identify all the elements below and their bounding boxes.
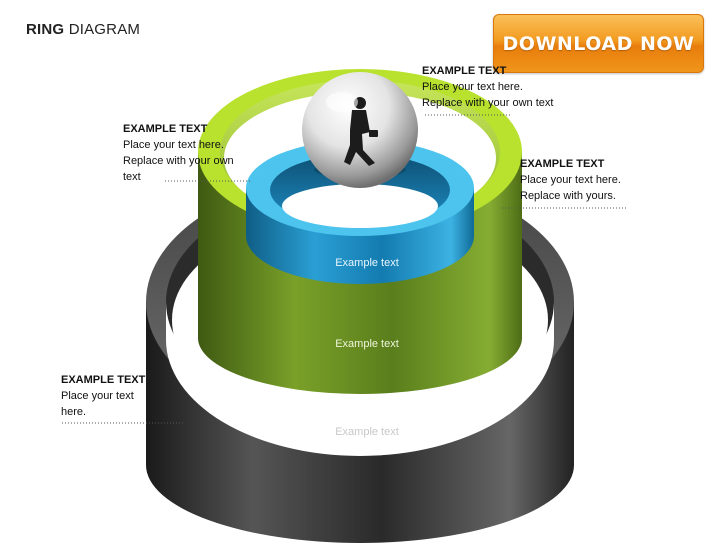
blue-ring-label: Example text (307, 257, 427, 269)
black-ring-label: Example text (307, 426, 427, 438)
callout-line: Place your text here. (520, 172, 621, 188)
callout-line: Place your text (61, 388, 145, 404)
callout-left-mid: EXAMPLE TEXT Place your text here. Repla… (123, 121, 234, 185)
businessman-sphere-icon (302, 72, 418, 188)
callout-heading: EXAMPLE TEXT (61, 372, 145, 388)
callout-line: Replace with yours. (520, 188, 621, 204)
callout-right-mid: EXAMPLE TEXT Place your text here. Repla… (520, 156, 621, 204)
callout-line: Place your text here. (123, 137, 234, 153)
green-ring-label: Example text (307, 338, 427, 350)
callout-bottom-left: EXAMPLE TEXT Place your text here. (61, 372, 145, 420)
callout-line: here. (61, 404, 145, 420)
callout-heading: EXAMPLE TEXT (123, 121, 234, 137)
callout-line: Replace with your own (123, 153, 234, 169)
callout-heading: EXAMPLE TEXT (422, 63, 553, 79)
callout-line: text (123, 169, 234, 185)
callout-line: Place your text here. (422, 79, 553, 95)
callout-heading: EXAMPLE TEXT (520, 156, 621, 172)
callout-line: Replace with your own text (422, 95, 553, 111)
callout-top-right: EXAMPLE TEXT Place your text here. Repla… (422, 63, 553, 111)
